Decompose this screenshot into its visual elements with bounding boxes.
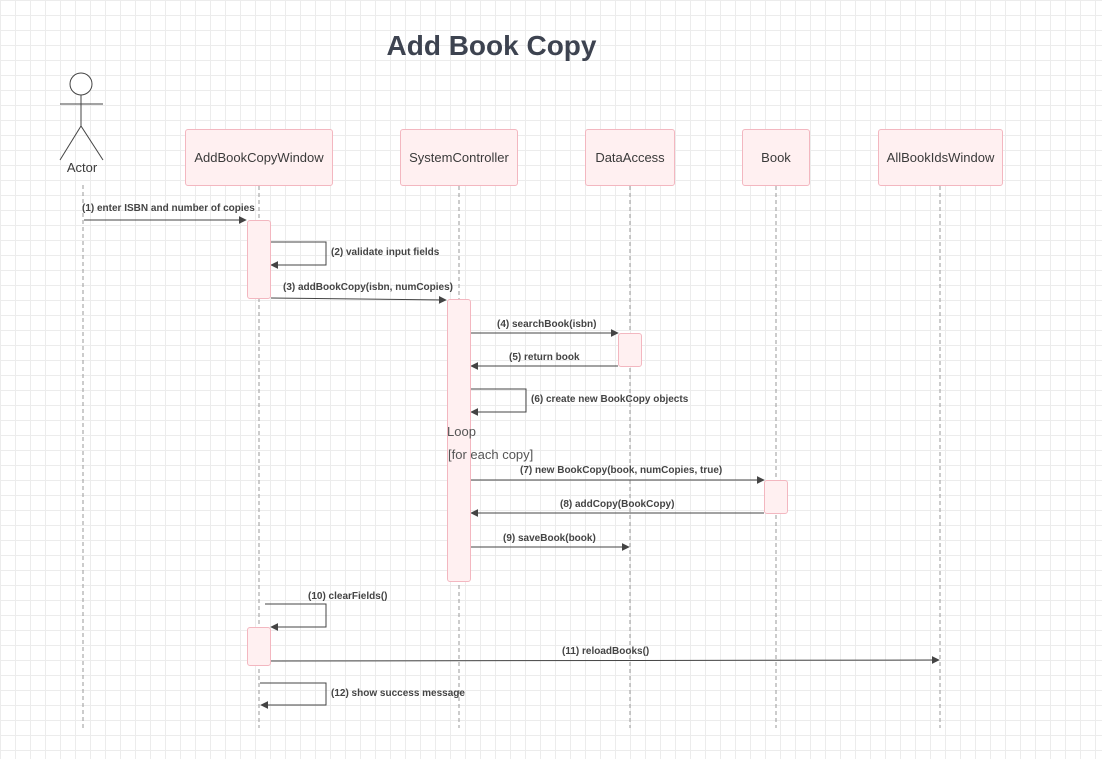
loop-label: Loop <box>447 424 476 439</box>
message-3-label: (3) addBookCopy(isbn, numCopies) <box>283 282 453 293</box>
message-7-label: (7) new BookCopy(book, numCopies, true) <box>520 465 723 476</box>
message-3-arrow <box>270 295 447 304</box>
message-6-label: (6) create new BookCopy objects <box>531 394 689 405</box>
diagram-title: Add Book Copy <box>386 30 597 61</box>
participant-system-controller[interactable]: SystemController <box>400 129 518 186</box>
message-12-arrow <box>260 682 327 709</box>
activation-add-window-1 <box>247 220 271 299</box>
message-11-label: (11) reloadBooks() <box>562 646 650 657</box>
message-1-label: (1) enter ISBN and number of copies <box>82 203 255 214</box>
activation-data-access <box>618 333 642 367</box>
participant-all-book-ids-window[interactable]: AllBookIdsWindow <box>878 129 1003 186</box>
message-11-arrow <box>270 656 940 665</box>
stick-figure-icon <box>59 72 104 161</box>
message-8-label: (8) addCopy(BookCopy) <box>560 499 675 510</box>
participant-book[interactable]: Book <box>742 129 810 186</box>
message-4-label: (4) searchBook(isbn) <box>497 319 597 330</box>
message-6-arrow <box>470 388 527 416</box>
activation-book <box>764 480 788 514</box>
message-10-label: (10) clearFields() <box>308 591 388 602</box>
message-9-label: (9) saveBook(book) <box>503 533 596 544</box>
message-5-label: (5) return book <box>509 352 580 363</box>
activation-controller <box>447 299 471 582</box>
message-2-arrow <box>270 241 327 269</box>
message-2-label: (2) validate input fields <box>331 247 440 258</box>
message-10-arrow <box>265 603 327 631</box>
loop-guard: [for each copy] <box>448 447 534 462</box>
participant-add-book-copy-window[interactable]: AddBookCopyWindow <box>185 129 333 186</box>
activation-add-window-2 <box>247 627 271 666</box>
participant-data-access[interactable]: DataAccess <box>585 129 675 186</box>
message-12-label: (12) show success message <box>331 688 465 699</box>
actor-label: Actor <box>66 160 98 175</box>
